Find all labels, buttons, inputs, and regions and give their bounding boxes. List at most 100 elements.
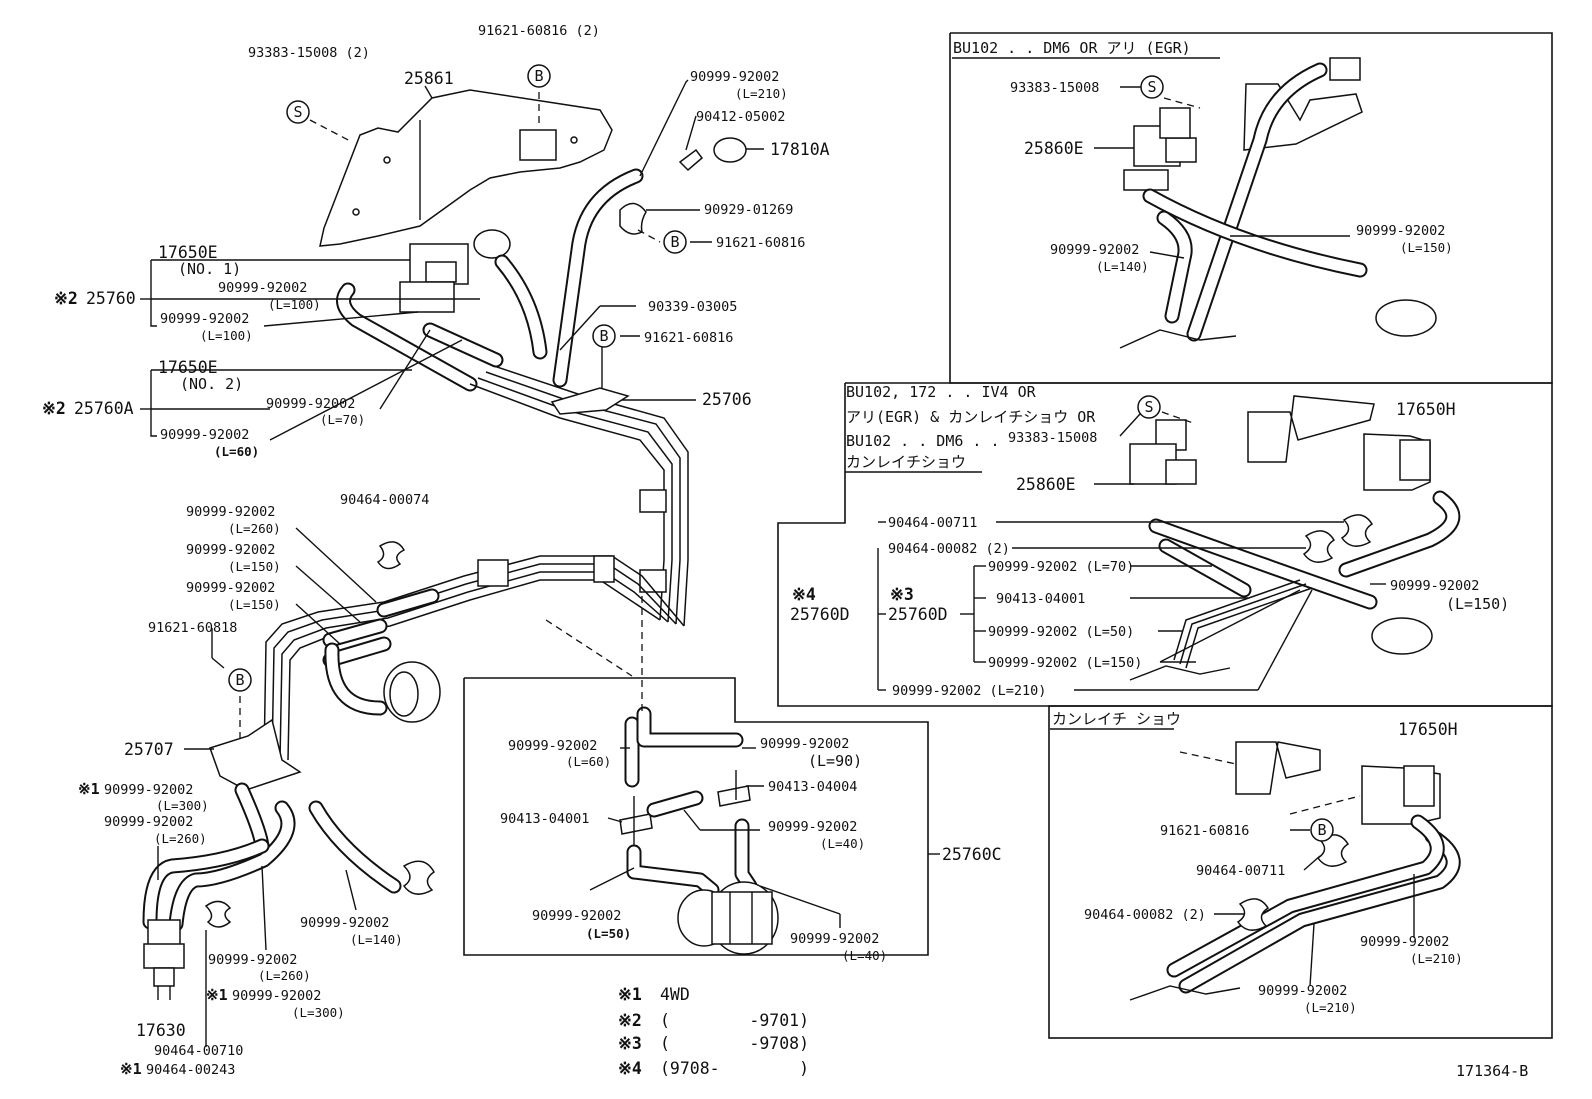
part-90999-92002-l210b-box3[interactable]: 90999-92002 xyxy=(1258,983,1347,999)
mark-25760a: ※2 xyxy=(42,399,66,418)
mark-l300: ※1 xyxy=(78,780,100,798)
part-90999-92002-l100b[interactable]: 90999-92002 xyxy=(160,311,249,327)
part-90464-00710[interactable]: 90464-00710 xyxy=(154,1043,243,1059)
detail-frames xyxy=(463,32,1553,1039)
part-93383-15008-box2[interactable]: 93383-15008 xyxy=(1008,430,1097,446)
note-mark-3: ※3 xyxy=(618,1034,642,1053)
length-l150b: (L=150) xyxy=(228,597,281,612)
box3-title: カンレイチ ショウ xyxy=(1052,710,1181,728)
part-90999-92002-l40a[interactable]: 90999-92002 xyxy=(768,819,857,835)
part-90999-92002-l150-box1[interactable]: 90999-92002 xyxy=(1356,223,1445,239)
part-90999-92002-l300b[interactable]: 90999-92002 xyxy=(232,988,321,1004)
part-91621-60816-top[interactable]: 91621-60816 (2) xyxy=(478,23,600,39)
part-90464-00711-box2[interactable]: 90464-00711 xyxy=(888,515,977,531)
box1-title: BU102 . . DM6 OR アリ (EGR) xyxy=(953,39,1191,57)
part-25760a[interactable]: 25760A xyxy=(74,399,134,418)
length-l210a-box3: (L=210) xyxy=(1410,951,1463,966)
box3-drawing xyxy=(1129,741,1461,1001)
note-text-4: (9708- ) xyxy=(660,1059,809,1078)
part-90413-04001-center[interactable]: 90413-04001 xyxy=(500,811,589,827)
part-25760d-3[interactable]: 25760D xyxy=(888,605,948,624)
part-90999-92002-l60-center[interactable]: 90999-92002 xyxy=(508,738,597,754)
part-90999-92002-l140[interactable]: 90999-92002 xyxy=(300,915,389,931)
part-90464-00082-box3[interactable]: 90464-00082 (2) xyxy=(1084,907,1206,923)
part-25707[interactable]: 25707 xyxy=(124,740,174,759)
part-90999-92002-l210a-box3[interactable]: 90999-92002 xyxy=(1360,934,1449,950)
part-17650e-no2[interactable]: 17650E xyxy=(158,358,218,377)
part-17650h-box3[interactable]: 17650H xyxy=(1398,720,1458,739)
symbol-b-main-top: B xyxy=(527,64,551,88)
part-90464-00082-box2[interactable]: 90464-00082 (2) xyxy=(888,541,1010,557)
length-l300: (L=300) xyxy=(156,798,209,813)
part-17630[interactable]: 17630 xyxy=(136,1021,186,1040)
part-25760c[interactable]: 25760C xyxy=(942,845,1002,864)
length-l210b-box3: (L=210) xyxy=(1304,1000,1357,1015)
part-90999-92002-l260b[interactable]: 90999-92002 xyxy=(104,814,193,830)
part-90464-00711-box3[interactable]: 90464-00711 xyxy=(1196,863,1285,879)
part-90999-92002-l70-box2[interactable]: 90999-92002 (L=70) xyxy=(988,559,1134,575)
part-90999-92002-right-box2[interactable]: 90999-92002 xyxy=(1390,578,1479,594)
part-90999-92002-l70[interactable]: 90999-92002 xyxy=(266,396,355,412)
part-25760d-4[interactable]: 25760D xyxy=(790,605,850,624)
part-90999-92002-l150b[interactable]: 90999-92002 xyxy=(186,580,275,596)
mark-25760: ※2 xyxy=(54,289,78,308)
part-25760[interactable]: 25760 xyxy=(86,289,136,308)
part-90999-92002-l210-top[interactable]: 90999-92002 xyxy=(690,69,779,85)
note-no2: (NO. 2) xyxy=(180,375,243,393)
part-90999-92002-l60[interactable]: 90999-92002 xyxy=(160,427,249,443)
part-90999-92002-l260a[interactable]: 90999-92002 xyxy=(186,504,275,520)
symbol-s-box1: S xyxy=(1140,75,1164,99)
part-93383-15008-box1[interactable]: 93383-15008 xyxy=(1010,80,1099,96)
symbol-b-main-b: B xyxy=(592,324,616,348)
symbol-s-main: S xyxy=(286,100,310,124)
part-90999-92002-l140-box1[interactable]: 90999-92002 xyxy=(1050,242,1139,258)
part-25706[interactable]: 25706 xyxy=(702,390,752,409)
part-17810a[interactable]: 17810A xyxy=(770,140,830,159)
part-90464-00243[interactable]: 90464-00243 xyxy=(146,1062,235,1078)
length-l90: (L=90) xyxy=(808,752,862,770)
mark-25760d-4: ※4 xyxy=(792,585,816,604)
length-l260a: (L=260) xyxy=(228,521,281,536)
part-17650e-no1[interactable]: 17650E xyxy=(158,243,218,262)
mark-l300b: ※1 xyxy=(206,986,228,1004)
part-91621-60818[interactable]: 91621-60818 xyxy=(148,620,237,636)
part-90999-92002-l90[interactable]: 90999-92002 xyxy=(760,736,849,752)
mark-25760d-3: ※3 xyxy=(890,585,914,604)
svg-text:B: B xyxy=(235,671,244,689)
part-90999-92002-l40b[interactable]: 90999-92002 xyxy=(790,931,879,947)
note-text-1: 4WD xyxy=(660,985,690,1004)
part-90412-05002[interactable]: 90412-05002 xyxy=(696,109,785,125)
box1-drawing xyxy=(1119,57,1437,349)
part-91621-60816-a[interactable]: 91621-60816 xyxy=(716,235,805,251)
part-90929-01269[interactable]: 90929-01269 xyxy=(704,202,793,218)
part-90999-92002-l50[interactable]: 90999-92002 xyxy=(532,908,621,924)
part-25860e-box2[interactable]: 25860E xyxy=(1016,475,1076,494)
part-90999-92002-l300[interactable]: 90999-92002 xyxy=(104,782,193,798)
part-90339-03005[interactable]: 90339-03005 xyxy=(648,299,737,315)
part-25860e-box1[interactable]: 25860E xyxy=(1024,139,1084,158)
part-90413-04004[interactable]: 90413-04004 xyxy=(768,779,857,795)
part-25861[interactable]: 25861 xyxy=(404,69,454,88)
part-91621-60816-b[interactable]: 91621-60816 xyxy=(644,330,733,346)
box3-labels: カンレイチ ショウ 17650H 91621-60816 90464-00711… xyxy=(1050,710,1463,1015)
part-90999-92002-l260c[interactable]: 90999-92002 xyxy=(208,952,297,968)
part-90413-04001-box2[interactable]: 90413-04001 xyxy=(996,591,1085,607)
symbol-b-main-c: B xyxy=(228,668,252,692)
part-90464-00074[interactable]: 90464-00074 xyxy=(340,492,429,508)
part-90999-92002-l210-box2[interactable]: 90999-92002 (L=210) xyxy=(892,683,1046,699)
box2-title-2: アリ(EGR) & カンレイチショウ OR xyxy=(846,408,1096,426)
part-90999-92002-l50-box2[interactable]: 90999-92002 (L=50) xyxy=(988,624,1134,640)
part-90999-92002-l150a[interactable]: 90999-92002 xyxy=(186,542,275,558)
part-17650h-box2[interactable]: 17650H xyxy=(1396,400,1456,419)
part-90999-92002-l150-box2[interactable]: 90999-92002 (L=150) xyxy=(988,655,1142,671)
box1-labels: BU102 . . DM6 OR アリ (EGR) 93383-15008 25… xyxy=(952,39,1453,274)
length-l150-right-box2: (L=150) xyxy=(1446,595,1509,613)
length-l140-box1: (L=140) xyxy=(1096,259,1149,274)
length-l100b: (L=100) xyxy=(200,328,253,343)
length-l150-box1: (L=150) xyxy=(1400,240,1453,255)
symbol-b-box3: B xyxy=(1310,818,1334,842)
part-90999-92002-l100a[interactable]: 90999-92002 xyxy=(218,280,307,296)
part-93383-15008-main[interactable]: 93383-15008 (2) xyxy=(248,45,370,61)
part-91621-60816-box3[interactable]: 91621-60816 xyxy=(1160,823,1249,839)
svg-text:B: B xyxy=(534,67,543,85)
